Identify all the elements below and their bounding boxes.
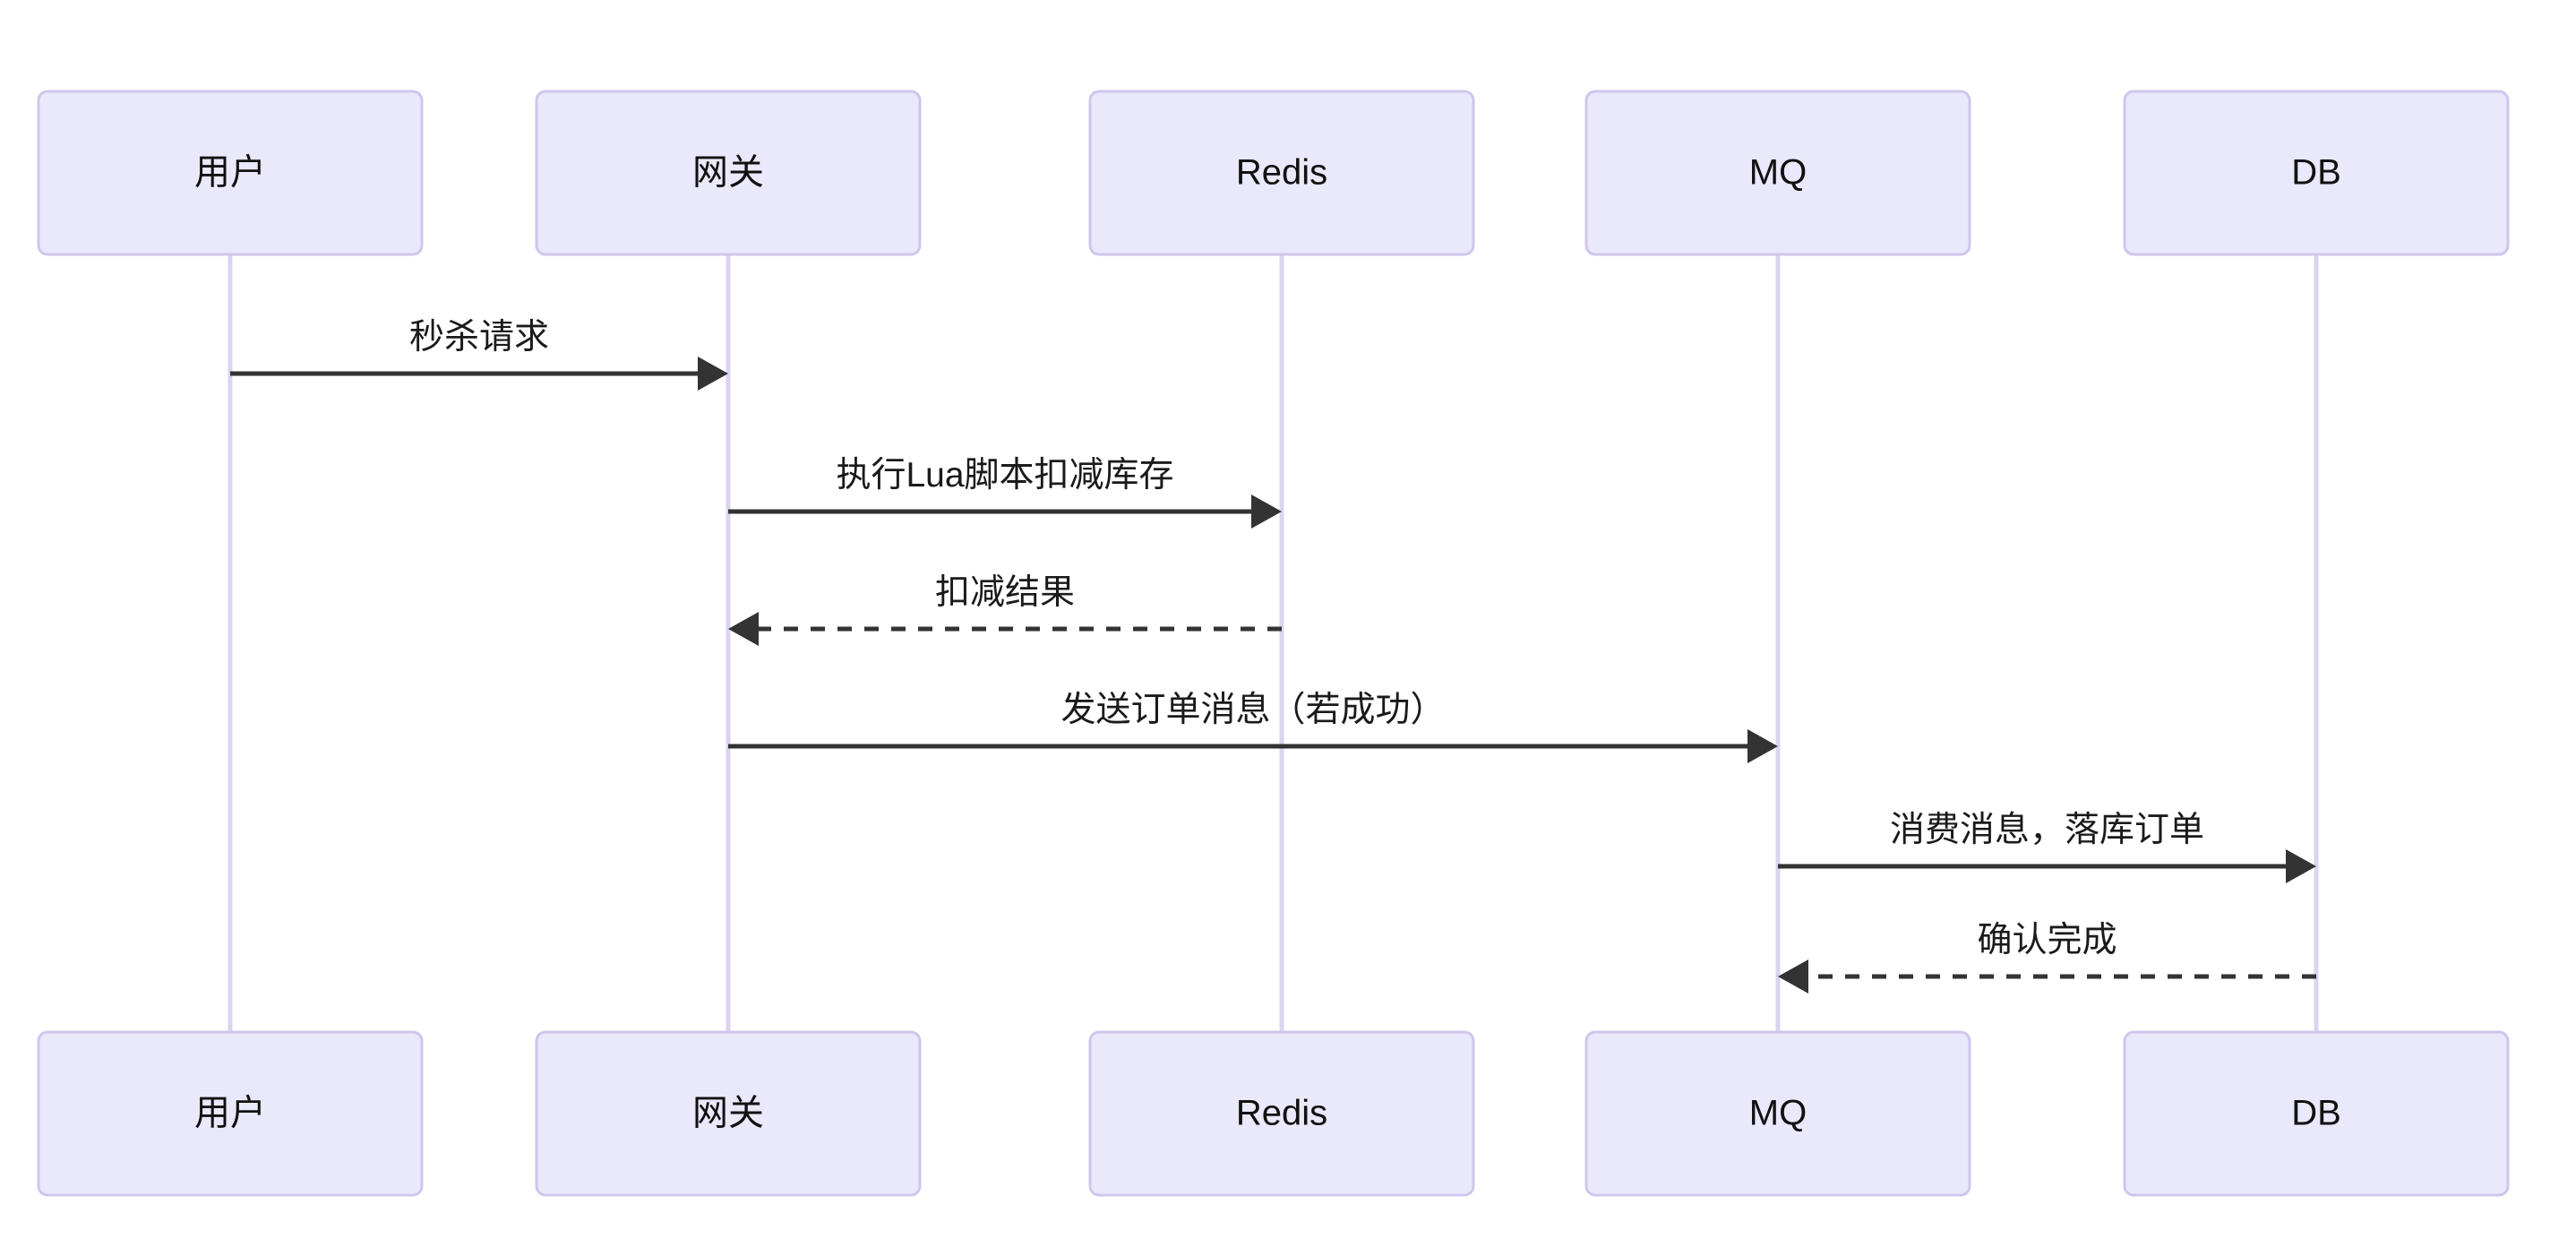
actor-label-mq: MQ bbox=[1749, 1094, 1807, 1133]
message-arrowhead-4 bbox=[1747, 729, 1778, 763]
message-label-3: 扣减结果 bbox=[935, 573, 1075, 612]
actor-label-gateway: 网关 bbox=[692, 1094, 764, 1133]
message-3[interactable]: 扣减结果 bbox=[728, 573, 1282, 646]
actor-footer-gateway[interactable]: 网关 bbox=[535, 1030, 922, 1197]
actor-header-user[interactable]: 用户 bbox=[37, 90, 424, 256]
message-4[interactable]: 发送订单消息（若成功） bbox=[728, 691, 1778, 763]
actor-footer-redis[interactable]: Redis bbox=[1088, 1030, 1475, 1197]
message-5[interactable]: 消费消息，落库订单 bbox=[1778, 811, 2316, 883]
actor-label-redis: Redis bbox=[1236, 153, 1327, 193]
message-label-1: 秒杀请求 bbox=[409, 318, 549, 357]
actor-label-user: 用户 bbox=[194, 153, 266, 193]
message-label-5: 消费消息，落库订单 bbox=[1890, 811, 2204, 849]
message-label-6: 确认完成 bbox=[1977, 921, 2117, 959]
actor-box-redis[interactable] bbox=[1088, 90, 1475, 256]
message-1[interactable]: 秒杀请求 bbox=[230, 318, 728, 391]
actor-footers-group: 用户 网关 Redis MQ DB bbox=[37, 1030, 2510, 1197]
message-label-2: 执行Lua脚本扣减库存 bbox=[836, 456, 1173, 495]
actor-header-db[interactable]: DB bbox=[2123, 90, 2510, 256]
message-6[interactable]: 确认完成 bbox=[1778, 921, 2316, 994]
actor-box-user[interactable] bbox=[37, 1030, 424, 1197]
actor-header-mq[interactable]: MQ bbox=[1584, 90, 1971, 256]
lifelines-group bbox=[228, 254, 2319, 1032]
actor-label-user: 用户 bbox=[194, 1094, 266, 1133]
actor-footer-mq[interactable]: MQ bbox=[1584, 1030, 1971, 1197]
actor-header-gateway[interactable]: 网关 bbox=[535, 90, 922, 256]
actor-box-mq[interactable] bbox=[1584, 1030, 1971, 1197]
actor-label-mq: MQ bbox=[1749, 153, 1807, 193]
actor-footer-db[interactable]: DB bbox=[2123, 1030, 2510, 1197]
actor-box-gateway[interactable] bbox=[535, 90, 922, 256]
actor-box-user[interactable] bbox=[37, 90, 424, 256]
actor-headers-group: 用户 网关 Redis MQ DB bbox=[37, 90, 2510, 256]
actor-label-redis: Redis bbox=[1236, 1094, 1327, 1133]
actor-label-gateway: 网关 bbox=[692, 153, 764, 193]
actor-box-db[interactable] bbox=[2123, 1030, 2510, 1197]
actor-header-redis[interactable]: Redis bbox=[1088, 90, 1475, 256]
actor-box-gateway[interactable] bbox=[535, 1030, 922, 1197]
message-label-4: 发送订单消息（若成功） bbox=[1060, 691, 1445, 729]
actor-label-db: DB bbox=[2291, 153, 2341, 193]
message-arrowhead-2 bbox=[1251, 495, 1282, 529]
actor-box-mq[interactable] bbox=[1584, 90, 1971, 256]
message-arrowhead-6 bbox=[1778, 959, 1808, 994]
actor-box-redis[interactable] bbox=[1088, 1030, 1475, 1197]
actor-box-db[interactable] bbox=[2123, 90, 2510, 256]
message-arrowhead-1 bbox=[698, 357, 728, 391]
actor-footer-user[interactable]: 用户 bbox=[37, 1030, 424, 1197]
message-arrowhead-3 bbox=[728, 612, 759, 646]
message-2[interactable]: 执行Lua脚本扣减库存 bbox=[728, 456, 1282, 529]
actor-label-db: DB bbox=[2291, 1094, 2341, 1133]
message-arrowhead-5 bbox=[2286, 849, 2316, 883]
